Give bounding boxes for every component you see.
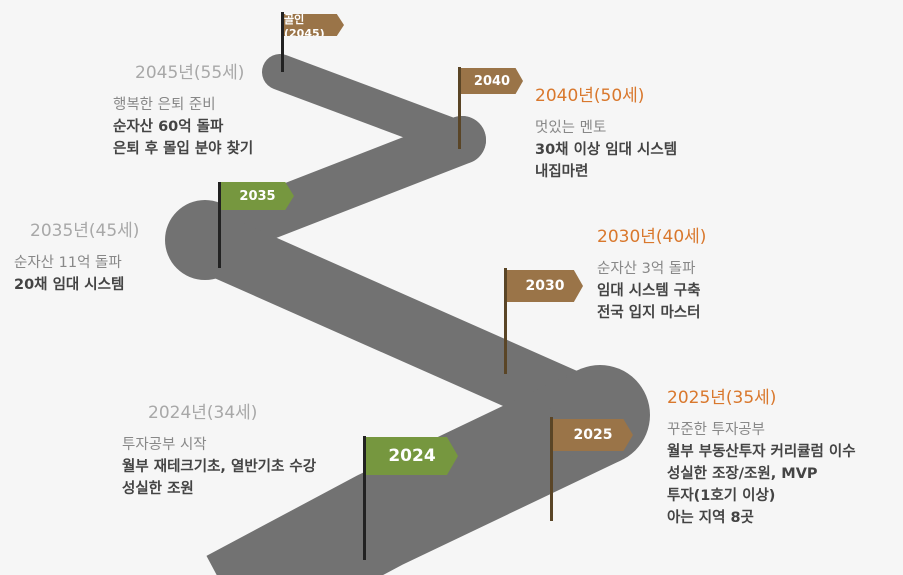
milestone-line: 순자산 60억 돌파 <box>113 119 224 135</box>
milestone-2040: 2040년(50세) 멋있는 멘토 30채 이상 임대 시스템 내집마련 <box>535 85 677 183</box>
milestone-line: 전국 입지 마스터 <box>597 305 701 321</box>
milestone-2024: 2024년(34세) 투자공부 시작 월부 재테크기초, 열반기초 수강 성실한… <box>122 402 316 500</box>
flag-label: 2025 <box>553 419 633 451</box>
milestone-line: 월부 부동산투자 커리큘럼 이수 <box>667 444 856 460</box>
flag-label: 골인(2045) <box>284 14 344 36</box>
flag-pole <box>363 436 366 560</box>
milestone-2030: 2030년(40세) 순자산 3억 돌파 임대 시스템 구축 전국 입지 마스터 <box>597 226 706 324</box>
milestone-line: 임대 시스템 구축 <box>597 283 701 299</box>
milestone-year: 2035년(45세) <box>30 221 140 241</box>
milestone-line: 행복한 은퇴 준비 <box>113 97 216 113</box>
milestone-line: 투자(1호기 이상) <box>667 488 776 504</box>
milestone-line: 꾸준한 투자공부 <box>667 422 765 438</box>
milestone-line: 은퇴 후 몰입 분야 찾기 <box>113 141 254 157</box>
flag-label: 2035 <box>221 182 294 210</box>
milestone-line: 순자산 3억 돌파 <box>597 261 696 277</box>
milestone-line: 20채 임대 시스템 <box>14 277 125 293</box>
milestone-2035: 2035년(45세) 순자산 11억 돌파 20채 임대 시스템 <box>14 220 139 296</box>
milestone-line: 순자산 11억 돌파 <box>14 255 122 271</box>
milestone-line: 성실한 조장/조원, MVP <box>667 466 818 482</box>
flag-pole <box>504 268 507 374</box>
flag-label: 2030 <box>507 270 583 302</box>
flag-label: 2040 <box>461 68 523 94</box>
flag-label: 2024 <box>366 437 458 475</box>
milestone-line: 내집마련 <box>535 164 589 180</box>
milestone-2045: 2045년(55세) 행복한 은퇴 준비 순자산 60억 돌파 은퇴 후 몰입 … <box>113 62 253 160</box>
milestone-line: 투자공부 시작 <box>122 437 207 453</box>
flag-pole <box>458 67 461 149</box>
milestone-line: 성실한 조원 <box>122 481 194 497</box>
flag-pole <box>550 417 553 521</box>
flag-pole <box>281 12 284 72</box>
flag-pole <box>218 182 221 268</box>
milestone-line: 30채 이상 임대 시스템 <box>535 142 678 158</box>
milestone-line: 멋있는 멘토 <box>535 120 607 136</box>
milestone-line: 월부 재테크기초, 열반기초 수강 <box>122 459 317 475</box>
milestone-2025: 2025년(35세) 꾸준한 투자공부 월부 부동산투자 커리큘럼 이수 성실한… <box>667 387 856 529</box>
milestone-year: 2045년(55세) <box>135 63 245 83</box>
milestone-year: 2030년(40세) <box>597 227 707 247</box>
milestone-line: 아는 지역 8곳 <box>667 510 754 526</box>
milestone-year: 2040년(50세) <box>535 86 645 106</box>
milestone-year: 2024년(34세) <box>148 403 258 423</box>
milestone-year: 2025년(35세) <box>667 388 777 408</box>
